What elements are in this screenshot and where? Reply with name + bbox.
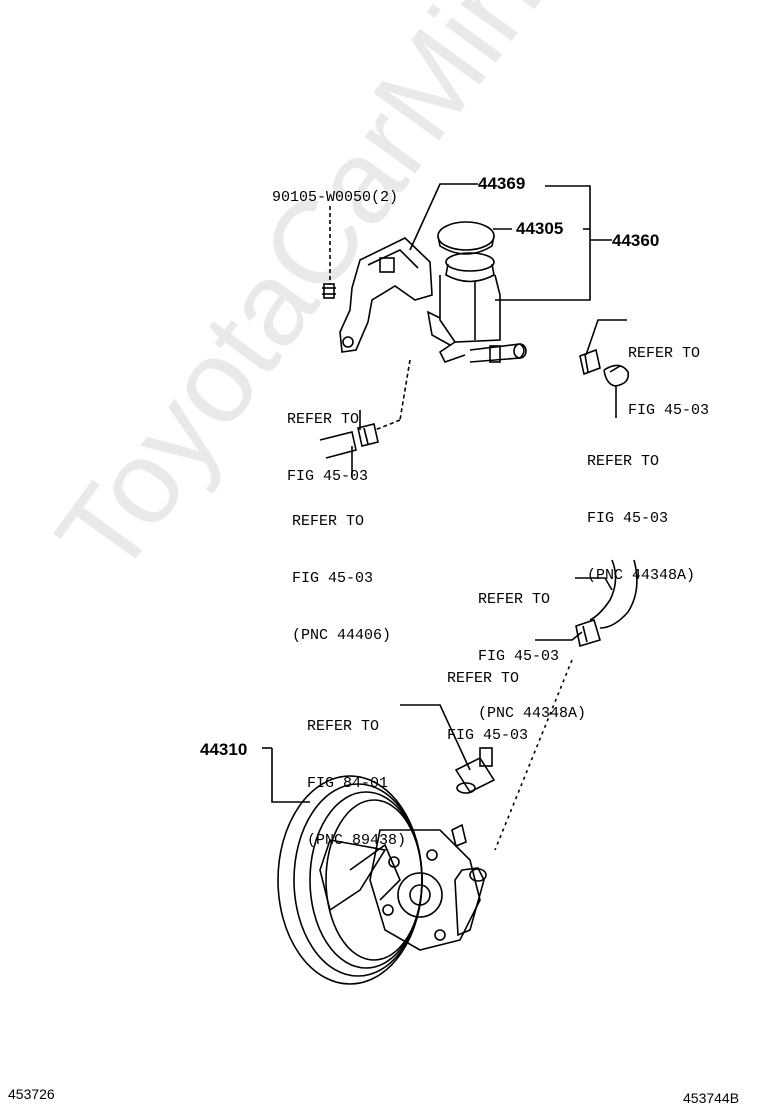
callout-refer-fig-45-03-right-clamp: REFER TO FIG 45-03: [628, 345, 710, 419]
reservoir-cap-44305: [437, 221, 495, 255]
hose-clamp-lower-right: [575, 618, 601, 648]
hose-clamp-left-upper: [319, 423, 379, 459]
footer-left-code: 453726: [8, 1086, 55, 1102]
footer-right-code: 453744B: [683, 1090, 740, 1106]
callout-refer-fig-84-01-pnc-89438: REFER TO FIG 84-01 (PNC 89438): [307, 718, 407, 849]
bracket-44369: [339, 237, 433, 353]
leader-lines: [262, 183, 627, 851]
callout-refer-fig-45-03-pnc-44348a-lower: REFER TO FIG 45-03 (PNC 44348A): [478, 591, 587, 722]
part-number-44360: 44360: [612, 231, 660, 250]
hose-lower-right: [589, 559, 638, 629]
part-number-44310: 44310: [200, 740, 248, 759]
hose-clamp-right-upper: [579, 348, 630, 387]
part-number-44369: 44369: [478, 174, 526, 193]
reservoir-tank-44360: [426, 252, 527, 363]
part-number-44305: 44305: [516, 219, 564, 238]
pump-44310: [277, 775, 487, 985]
callout-refer-fig-45-03-pnc-44348a-upper: REFER TO FIG 45-03 (PNC 44348A): [587, 453, 696, 584]
callout-refer-fig-45-03-left-clamp: REFER TO FIG 45-03: [287, 411, 369, 485]
callout-refer-fig-45-03-pnc-44406: REFER TO FIG 45-03 (PNC 44406): [292, 513, 392, 644]
callout-refer-fig-45-03-lower-clamp: REFER TO FIG 45-03: [447, 670, 529, 744]
part-number-90105: 90105-W0050(2): [272, 189, 399, 206]
screw-90105: [322, 283, 336, 299]
pressure-switch: [454, 747, 496, 794]
